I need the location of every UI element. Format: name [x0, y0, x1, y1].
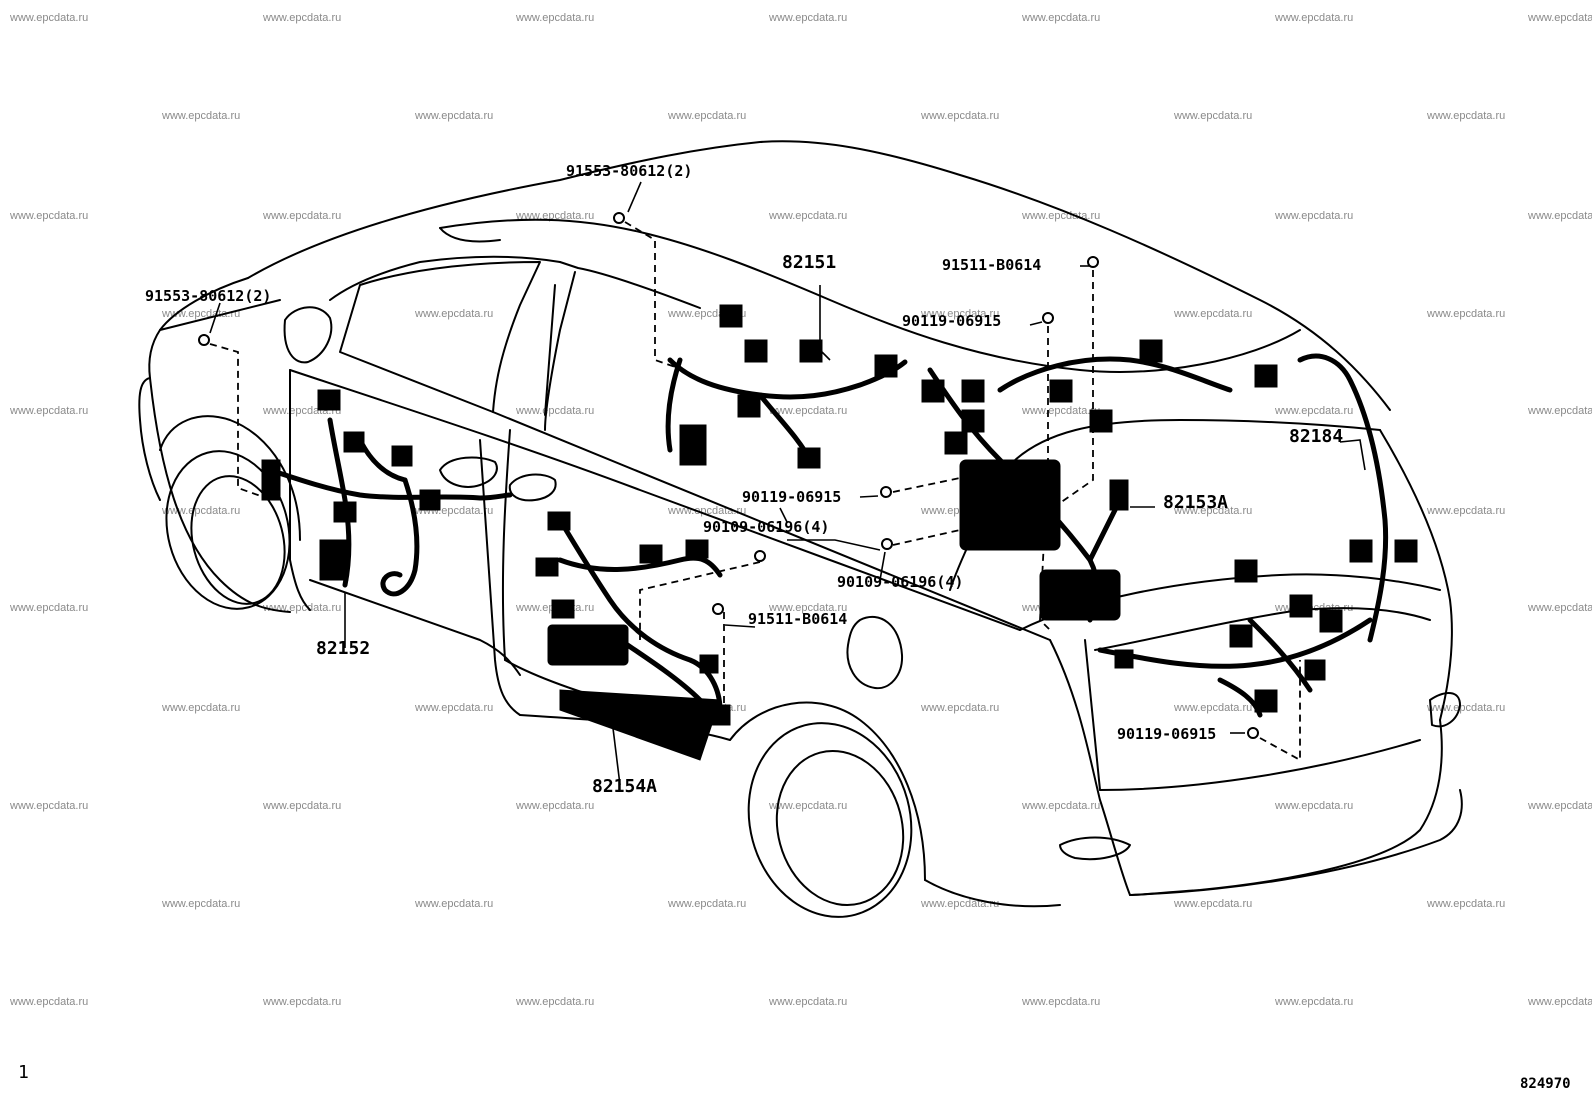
watermark-text: www.epcdata.ru [162, 110, 241, 122]
watermark-text: www.epcdata.ru [1427, 308, 1506, 320]
watermark-text: www.epcdata.ru [668, 110, 747, 122]
watermark-text: www.epcdata.ru [1022, 210, 1101, 222]
watermark-text: www.epcdata.ru [1528, 800, 1592, 812]
part-label-90109-a: 90109-06196(4) [703, 518, 830, 536]
watermark-text: www.epcdata.ru [415, 308, 494, 320]
watermark-text: www.epcdata.ru [415, 702, 494, 714]
watermark-text: www.epcdata.ru [10, 210, 89, 222]
watermark-text: www.epcdata.ru [1275, 800, 1354, 812]
watermark-text: www.epcdata.ru [263, 210, 342, 222]
watermark-text: www.epcdata.ru [10, 602, 89, 614]
watermark-text: www.epcdata.ru [1275, 996, 1354, 1008]
part-label-90109-b: 90109-06196(4) [837, 573, 964, 591]
watermark-text: www.epcdata.ru [1427, 110, 1506, 122]
watermark-text: www.epcdata.ru [1275, 12, 1354, 24]
watermark-text: www.epcdata.ru [415, 898, 494, 910]
watermark-text: www.epcdata.ru [1275, 210, 1354, 222]
part-label-90119-a: 90119-06915 [902, 312, 1002, 330]
watermark-text: www.epcdata.ru [1528, 405, 1592, 417]
part-label-91553-left: 91553-80612(2) [145, 287, 272, 305]
part-label-90119-c: 90119-06915 [1117, 725, 1217, 743]
watermark-text: www.epcdata.ru [162, 702, 241, 714]
watermark-text: www.epcdata.ru [162, 505, 241, 517]
watermark-text: www.epcdata.ru [516, 405, 595, 417]
watermark-text: www.epcdata.ru [10, 996, 89, 1008]
watermark-text: www.epcdata.ru [1528, 12, 1592, 24]
watermark-text: www.epcdata.ru [668, 898, 747, 910]
watermark-text: www.epcdata.ru [1174, 110, 1253, 122]
watermark-text: www.epcdata.ru [162, 898, 241, 910]
watermark-text: www.epcdata.ru [769, 602, 848, 614]
watermark-text: www.epcdata.ru [1275, 405, 1354, 417]
watermark-text: www.epcdata.ru [1427, 702, 1506, 714]
part-label-91511-top: 91511-B0614 [942, 256, 1042, 274]
watermark-text: www.epcdata.ru [769, 800, 848, 812]
watermark-text: www.epcdata.ru [1528, 996, 1592, 1008]
watermark-text: www.epcdata.ru [769, 12, 848, 24]
figure-number: 824970 [1520, 1076, 1571, 1092]
watermark-text: www.epcdata.ru [10, 405, 89, 417]
watermark-text: www.epcdata.ru [769, 996, 848, 1008]
watermark-text: www.epcdata.ru [516, 996, 595, 1008]
part-label-82151: 82151 [782, 252, 837, 273]
watermark-text: www.epcdata.ru [1022, 996, 1101, 1008]
watermark-text: www.epcdata.ru [1022, 12, 1101, 24]
watermark-text: www.epcdata.ru [1174, 702, 1253, 714]
watermark-text: www.epcdata.ru [1022, 405, 1101, 417]
part-label-82153a: 82153A [1163, 492, 1229, 513]
watermark-text: www.epcdata.ru [516, 800, 595, 812]
watermark-text: www.epcdata.ru [1174, 505, 1253, 517]
watermark-text: www.epcdata.ru [263, 996, 342, 1008]
watermark-text: www.epcdata.ru [921, 702, 1000, 714]
watermark-text: www.epcdata.ru [1427, 505, 1506, 517]
watermark-text: www.epcdata.ru [1022, 800, 1101, 812]
watermark-text: www.epcdata.ru [1174, 898, 1253, 910]
watermark-text: www.epcdata.ru [1174, 308, 1253, 320]
watermark-text: www.epcdata.ru [921, 308, 1000, 320]
watermark-text: www.epcdata.ru [10, 800, 89, 812]
watermark-text: www.epcdata.ru [263, 12, 342, 24]
watermark-text: www.epcdata.ru [1528, 602, 1592, 614]
part-label-82184: 82184 [1289, 426, 1344, 447]
page-mark: 1 [18, 1062, 29, 1083]
watermark-text: www.epcdata.ru [769, 405, 848, 417]
watermark-text: www.epcdata.ru [1528, 210, 1592, 222]
watermark-text: www.epcdata.ru [10, 12, 89, 24]
watermark-text: www.epcdata.ru [769, 210, 848, 222]
watermark-text: www.epcdata.ru [415, 110, 494, 122]
watermark-text: www.epcdata.ru [1427, 898, 1506, 910]
watermark-text: www.epcdata.ru [516, 12, 595, 24]
part-label-82152: 82152 [316, 638, 371, 659]
part-label-91511-low: 91511-B0614 [748, 610, 848, 628]
part-label-82154a: 82154A [592, 776, 658, 797]
watermark-text: www.epcdata.ru [263, 800, 342, 812]
watermark-text: www.epcdata.ru [921, 110, 1000, 122]
part-label-90119-b: 90119-06915 [742, 488, 842, 506]
part-label-91553-top: 91553-80612(2) [566, 162, 693, 180]
